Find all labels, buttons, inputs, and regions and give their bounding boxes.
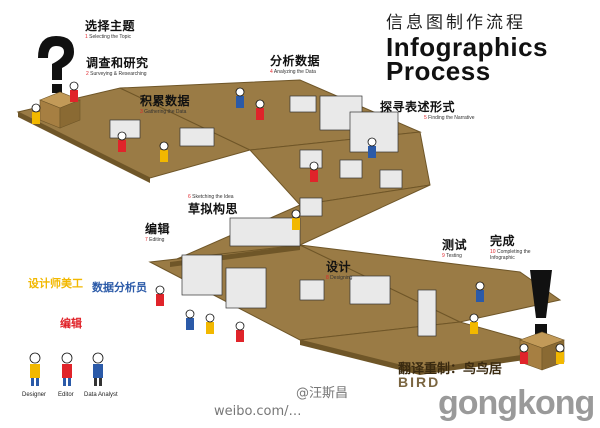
role-analyst-cn: 数据分析员 — [92, 281, 147, 294]
step-9-en: Testing — [446, 253, 462, 259]
step-9-cn: 测试 — [442, 238, 468, 252]
step-6-num: 6 — [188, 194, 191, 200]
step-1-num: 1 — [85, 34, 88, 40]
step-2-cn: 调查和研究 — [86, 56, 149, 70]
question-mark-icon — [38, 36, 74, 93]
role-editor-en: Editor — [58, 392, 74, 398]
step-9: 测试 9 Testing — [442, 236, 467, 259]
step-6: 6 Sketching the Idea 草拟构思 — [188, 194, 238, 217]
role-editor-cn: 编辑 — [60, 317, 82, 330]
title-english-line2: Process — [386, 56, 491, 86]
step-5-cn: 探寻表述形式 — [380, 100, 456, 114]
step-7-num: 7 — [145, 237, 148, 243]
step-8-cn: 设计 — [326, 260, 352, 274]
legend-analyst-figure — [92, 352, 104, 386]
step-1: 选择主题 1 Selecting the Topic — [85, 17, 135, 40]
step-1-cn: 选择主题 — [85, 19, 136, 33]
translator-credit: 翻译重制：鸟鸟居 — [398, 362, 503, 377]
step-5-num: 5 — [424, 115, 427, 121]
step-10-en: Completing the Infographic — [490, 249, 531, 261]
step-3-num: 3 — [140, 109, 143, 115]
legend-editor-figure — [61, 352, 73, 386]
step-4-num: 4 — [270, 69, 273, 75]
step-2: 调查和研究 2 Surveying & Researching — [86, 54, 149, 77]
step-1-en: Selecting the Topic — [89, 34, 132, 40]
step-7: 编辑 7 Editing — [145, 220, 170, 243]
step-4: 分析数据 4 Analyzing the Data — [270, 52, 320, 75]
role-designer-en: Designer — [22, 392, 47, 398]
people — [31, 81, 565, 364]
step-10: 完成 10 Completing the Infographic — [490, 232, 534, 261]
step-10-cn: 完成 — [490, 234, 516, 248]
step-3-cn: 积累数据 — [140, 94, 191, 108]
role-designer-cn: 设计师美工 — [28, 277, 83, 290]
desks — [109, 95, 437, 337]
step-8: 设计 8 Designing — [326, 258, 352, 281]
step-8-num: 8 — [326, 275, 329, 281]
step-7-en: Editing — [149, 237, 165, 243]
brand-credit: BIRD — [398, 374, 441, 390]
step-4-cn: 分析数据 — [270, 54, 321, 68]
step-4-en: Analyzing the Data — [273, 69, 316, 75]
gongkong-watermark: gongkong — [438, 384, 595, 422]
step-6-en: Sketching the Idea — [192, 194, 234, 200]
step-3: 积累数据 3 Gathering the Data — [140, 92, 190, 115]
exclamation-icon — [530, 270, 552, 334]
step-2-num: 2 — [86, 71, 89, 77]
crate — [39, 91, 81, 129]
title-chinese: 信息图制作流程 — [386, 13, 526, 33]
legend-designer-figure — [29, 352, 41, 386]
step-8-en: Designing — [330, 275, 353, 281]
step-2-en: Surveying & Researching — [90, 71, 147, 77]
weibo-handle: @汪斯昌 — [296, 386, 349, 401]
step-3-en: Gathering the Data — [144, 109, 187, 115]
step-7-cn: 编辑 — [145, 222, 171, 236]
weibo-url: weibo.com/… — [214, 404, 302, 419]
step-9-num: 9 — [442, 253, 445, 259]
title-english-line1: Infographics — [386, 32, 549, 62]
step-5: 探寻表述形式 5 Finding the Narrative — [380, 98, 475, 121]
step-6-cn: 草拟构思 — [188, 202, 239, 216]
step-5-en: Finding the Narrative — [428, 115, 475, 121]
floor-edge — [18, 112, 560, 375]
role-analyst-en: Data Analyst — [84, 392, 118, 398]
step-10-num: 10 — [490, 249, 496, 255]
